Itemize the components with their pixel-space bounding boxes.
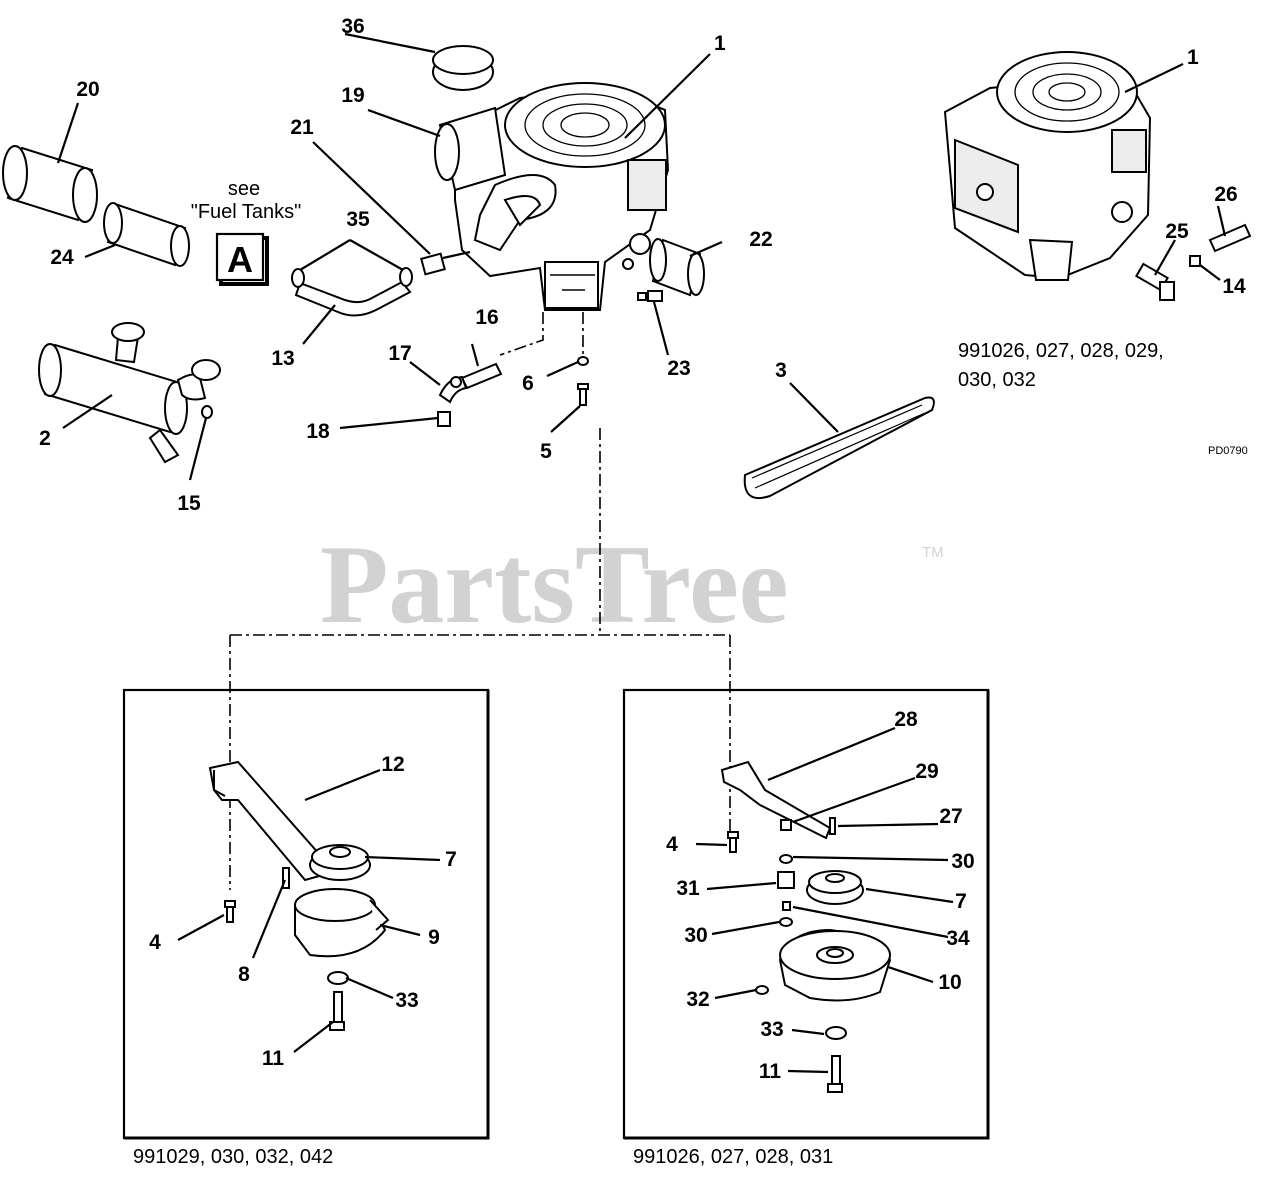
part-33-washer-left[interactable] [327,971,349,985]
part-6-washer[interactable] [577,356,589,366]
callout-19: 19 [341,84,364,107]
callout-8: 8 [238,963,250,986]
caption-right-box: 991026, 027, 028, 031 [633,1146,833,1168]
callout-6: 6 [522,372,534,395]
callout-26: 26 [1214,183,1237,206]
callout-11-right: 11 [759,1060,782,1083]
callout-21: 21 [290,116,314,139]
part-13-fuel-line[interactable] [294,280,412,317]
part-36-cap[interactable] [432,45,494,91]
part-10-clutch[interactable] [778,928,892,1002]
part-30-washer-bottom[interactable] [779,917,793,927]
fuel-tank-reference[interactable]: A [215,232,269,286]
part-23-drain-plug[interactable] [637,290,663,302]
callout-32: 32 [686,988,709,1011]
callout-24: 24 [50,246,74,269]
watermark-brand: PartsTree [320,523,789,647]
part-15-clamp[interactable] [201,405,213,419]
watermark-trademark: TM [922,544,944,561]
reference-note-fuel-tanks: "Fuel Tanks" [191,201,302,223]
callout-20: 20 [76,78,99,101]
part-21-fitting[interactable] [420,250,471,276]
part-11-bolt-left[interactable] [329,991,345,1031]
leader-lines [56,32,1227,1074]
callout-36: 36 [341,15,364,38]
callout-25: 25 [1165,220,1189,243]
callout-35: 35 [346,208,370,231]
caption-left-box: 991029, 030, 032, 042 [133,1146,333,1168]
part-5-screw[interactable] [577,383,589,406]
part-2-muffler[interactable] [38,322,221,464]
callout-7-right: 7 [955,890,967,913]
part-4-screw-right[interactable] [727,831,739,853]
callout-11-left: 11 [262,1047,285,1070]
engine-main[interactable] [434,82,670,311]
part-20-pipe[interactable] [2,145,98,223]
part-34-spacer[interactable] [782,901,791,911]
part-8-key[interactable] [282,867,290,889]
part-16-hose[interactable] [460,362,503,390]
part-7-pulley-right[interactable] [806,870,864,905]
callout-5: 5 [540,440,552,463]
part-26-sensor[interactable] [1208,223,1252,253]
part-31-bushing[interactable] [777,871,795,889]
part-4-screw-left[interactable] [224,900,236,923]
callout-22: 22 [749,228,772,251]
callout-10: 10 [938,971,961,994]
callout-30-bottom: 30 [684,924,707,947]
callout-33-left: 33 [395,989,418,1012]
callout-12: 12 [381,753,404,776]
callout-1-alt: 1 [1187,46,1199,69]
callout-23: 23 [667,357,690,380]
callout-27: 27 [939,805,962,828]
part-29-spacer[interactable] [780,819,792,831]
callout-4-left: 4 [149,931,161,954]
callout-15: 15 [177,492,201,515]
engine-alternate[interactable] [943,51,1152,281]
caption-alt-engine-line1: 991026, 027, 028, 029, [958,340,1164,362]
callout-4-right: 4 [666,833,678,856]
callout-18: 18 [306,420,330,443]
part-27-pin[interactable] [829,817,836,835]
callout-7-left: 7 [445,848,457,871]
part-14-plug[interactable] [1189,255,1201,267]
callout-2: 2 [39,427,51,450]
callout-16: 16 [475,306,498,329]
part-30-washer-top[interactable] [779,854,793,864]
part-18-fitting[interactable] [437,411,451,427]
part-7-pulley-left[interactable] [309,844,371,881]
part-9-clutch[interactable] [294,888,390,958]
part-25-fitting[interactable] [1135,262,1175,301]
callout-13: 13 [271,347,294,370]
reference-box-letter: A [227,239,253,280]
callout-9: 9 [428,926,440,949]
callout-1-main: 1 [714,32,726,55]
part-3-belt[interactable] [743,396,935,500]
callout-34: 34 [946,927,970,950]
callout-29: 29 [915,760,938,783]
reference-note-see: see [228,178,260,200]
part-22-oil-filter[interactable] [649,238,705,297]
part-33-washer-right[interactable] [825,1026,847,1040]
callout-3: 3 [775,359,787,382]
callout-28: 28 [894,708,918,731]
part-12-bracket[interactable] [208,760,325,882]
callout-17: 17 [388,342,411,365]
callout-14: 14 [1222,275,1246,298]
part-24-pipe[interactable] [103,202,190,267]
drawing-code: PD0790 [1208,445,1248,457]
part-28-bracket[interactable] [720,760,832,840]
part-32-washer[interactable] [755,985,769,995]
callout-33-right: 33 [760,1018,783,1041]
callout-30-top: 30 [951,850,974,873]
callout-31: 31 [676,877,700,900]
part-17-elbow[interactable] [438,375,468,404]
part-11-bolt-right[interactable] [827,1055,843,1093]
caption-alt-engine-line2: 030, 032 [958,369,1036,391]
part-35-clamps[interactable] [291,267,413,288]
